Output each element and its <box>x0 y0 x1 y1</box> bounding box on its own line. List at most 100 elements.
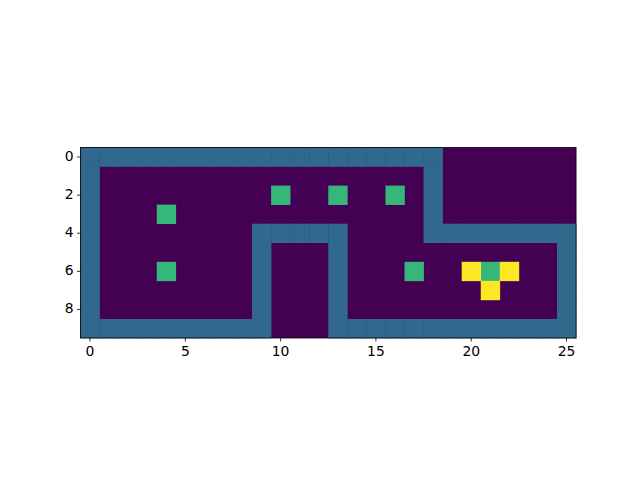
wall-cell <box>500 224 519 243</box>
wall-cell <box>443 319 462 338</box>
wall-cell <box>309 148 328 167</box>
wall-cell <box>214 148 233 167</box>
wall-cell <box>214 319 233 338</box>
x-tick-mark <box>185 338 186 342</box>
wall-cell <box>252 300 271 319</box>
y-tick-mark <box>77 195 81 196</box>
x-tick-mark <box>375 338 376 342</box>
wall-cell <box>519 319 538 338</box>
wall-cell <box>81 148 100 167</box>
wall-cell <box>347 148 366 167</box>
axes-frame <box>81 148 577 339</box>
wall-cell <box>557 281 576 300</box>
y-tick-label: 2 <box>65 188 74 202</box>
x-tick-label: 20 <box>462 345 480 359</box>
wall-cell <box>195 319 214 338</box>
wall-cell <box>557 224 576 243</box>
wall-cell <box>424 167 443 186</box>
y-tick-label: 6 <box>65 264 74 278</box>
wall-cell <box>519 224 538 243</box>
object-cell <box>328 186 347 205</box>
wall-cell <box>481 319 500 338</box>
x-tick-mark <box>90 338 91 342</box>
wall-cell <box>328 224 347 243</box>
wall-cell <box>424 186 443 205</box>
wall-cell <box>500 319 519 338</box>
wall-cell <box>481 224 500 243</box>
wall-cell <box>557 300 576 319</box>
wall-cell <box>100 319 119 338</box>
wall-cell <box>81 205 100 224</box>
wall-cell <box>290 148 309 167</box>
object-cell <box>481 262 500 281</box>
wall-cell <box>557 243 576 262</box>
wall-cell <box>252 224 271 243</box>
wall-cell <box>81 262 100 281</box>
wall-cell <box>81 300 100 319</box>
wall-cell <box>100 148 119 167</box>
wall-cell <box>424 205 443 224</box>
agent-view-cell <box>462 262 481 281</box>
wall-cell <box>328 148 347 167</box>
x-tick-label: 5 <box>181 345 190 359</box>
wall-cell <box>252 148 271 167</box>
wall-cell <box>252 243 271 262</box>
wall-cell <box>328 319 347 338</box>
wall-cell <box>81 319 100 338</box>
wall-cell <box>138 148 157 167</box>
x-tick-label: 0 <box>86 345 95 359</box>
object-cell <box>385 186 404 205</box>
wall-cell <box>405 148 424 167</box>
wall-cell <box>385 148 404 167</box>
y-tick-label: 4 <box>65 226 74 240</box>
wall-cell <box>81 167 100 186</box>
floor <box>81 148 577 339</box>
wall-cell <box>424 148 443 167</box>
wall-cell <box>157 319 176 338</box>
wall-cell <box>557 262 576 281</box>
wall-cell <box>81 224 100 243</box>
x-tick-mark <box>566 338 567 342</box>
wall-cell <box>328 262 347 281</box>
wall-cell <box>443 224 462 243</box>
y-tick-mark <box>77 157 81 158</box>
wall-cell <box>271 224 290 243</box>
y-tick-mark <box>77 271 81 272</box>
y-tick-label: 8 <box>65 302 74 316</box>
object-cell <box>157 262 176 281</box>
wall-cell <box>309 224 328 243</box>
wall-cell <box>424 319 443 338</box>
y-tick-label: 0 <box>65 150 74 164</box>
wall-cell <box>538 224 557 243</box>
wall-cell <box>366 319 385 338</box>
wall-cell <box>176 319 195 338</box>
wall-cell <box>119 319 138 338</box>
wall-cell <box>233 148 252 167</box>
wall-cell <box>366 148 385 167</box>
wall-cell <box>252 262 271 281</box>
wall-cell <box>176 148 195 167</box>
wall-cell <box>119 148 138 167</box>
wall-cell <box>81 243 100 262</box>
wall-cell <box>271 148 290 167</box>
wall-cell <box>233 319 252 338</box>
wall-cell <box>81 186 100 205</box>
wall-cell <box>81 281 100 300</box>
wall-cell <box>538 319 557 338</box>
wall-cell <box>252 319 271 338</box>
agent-view-cell <box>500 262 519 281</box>
wall-cell <box>462 319 481 338</box>
wall-cell <box>328 243 347 262</box>
object-cell <box>405 262 424 281</box>
wall-cell <box>347 319 366 338</box>
wall-cell <box>157 148 176 167</box>
wall-cell <box>252 281 271 300</box>
x-tick-mark <box>280 338 281 342</box>
wall-cell <box>290 224 309 243</box>
wall-cell <box>385 319 404 338</box>
wall-cell <box>405 319 424 338</box>
wall-cell <box>328 281 347 300</box>
y-tick-mark <box>77 233 81 234</box>
wall-cell <box>328 300 347 319</box>
